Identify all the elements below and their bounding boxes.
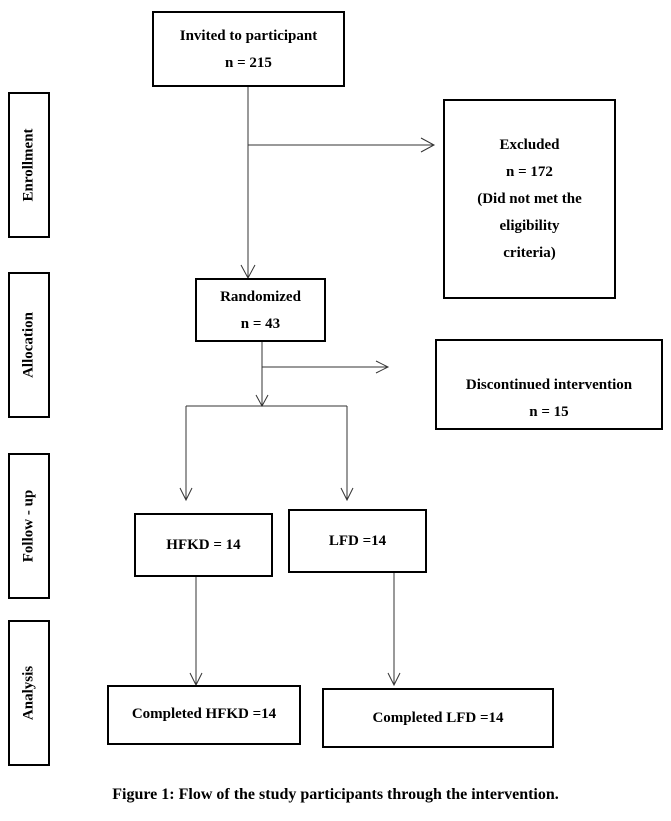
excluded-box: Excluded n = 172 (Did not met the eligib… — [443, 99, 616, 299]
invited-count: n = 215 — [225, 55, 272, 71]
randomized-count: n = 43 — [240, 316, 281, 332]
arrowhead-discontinued — [375, 360, 390, 374]
arrowhead-completed-lfd — [387, 672, 401, 687]
randomized-title: Randomized — [220, 289, 301, 305]
excluded-reason-line-1: (Did not met the — [477, 191, 582, 207]
completed-lfd-label: Completed LFD =14 — [372, 710, 504, 726]
stage-analysis-label: Analysis — [20, 665, 37, 721]
stage-follow-up: Follow - up — [8, 453, 50, 599]
invited-box: Invited to participant n = 215 — [152, 11, 345, 87]
arrowhead-excluded — [420, 137, 436, 153]
discontinued-count: n = 15 — [529, 404, 569, 420]
discontinued-box: Discontinued intervention n = 15 — [435, 339, 663, 430]
excluded-count: n = 172 — [506, 164, 553, 180]
lfd-box: LFD =14 — [288, 509, 427, 573]
stage-allocation: Allocation — [8, 272, 50, 418]
randomized-box: Randomized n = 43 — [195, 278, 326, 342]
completed-hfkd-box: Completed HFKD =14 — [107, 685, 301, 745]
stage-enrollment-label: Enrollment — [20, 128, 37, 202]
lfd-label: LFD =14 — [328, 533, 387, 549]
arrowhead-lfd — [340, 487, 354, 502]
hfkd-label: HFKD = 14 — [166, 537, 241, 553]
discontinued-title: Discontinued intervention — [465, 377, 633, 393]
excluded-title: Excluded — [499, 137, 560, 153]
stage-enrollment: Enrollment — [8, 92, 50, 238]
excluded-reason-line-3: criteria) — [503, 245, 556, 261]
stage-allocation-label: Allocation — [20, 312, 37, 378]
excluded-reason-line-2: eligibility — [499, 218, 560, 234]
hfkd-box: HFKD = 14 — [134, 513, 273, 577]
stage-follow-up-label: Follow - up — [20, 489, 37, 563]
stage-analysis: Analysis — [8, 620, 50, 766]
completed-hfkd-label: Completed HFKD =14 — [131, 706, 277, 722]
figure-caption: Figure 1: Flow of the study participants… — [112, 786, 559, 803]
arrowhead-hfkd — [179, 487, 193, 502]
invited-title: Invited to participant — [179, 28, 318, 44]
completed-lfd-box: Completed LFD =14 — [322, 688, 554, 748]
